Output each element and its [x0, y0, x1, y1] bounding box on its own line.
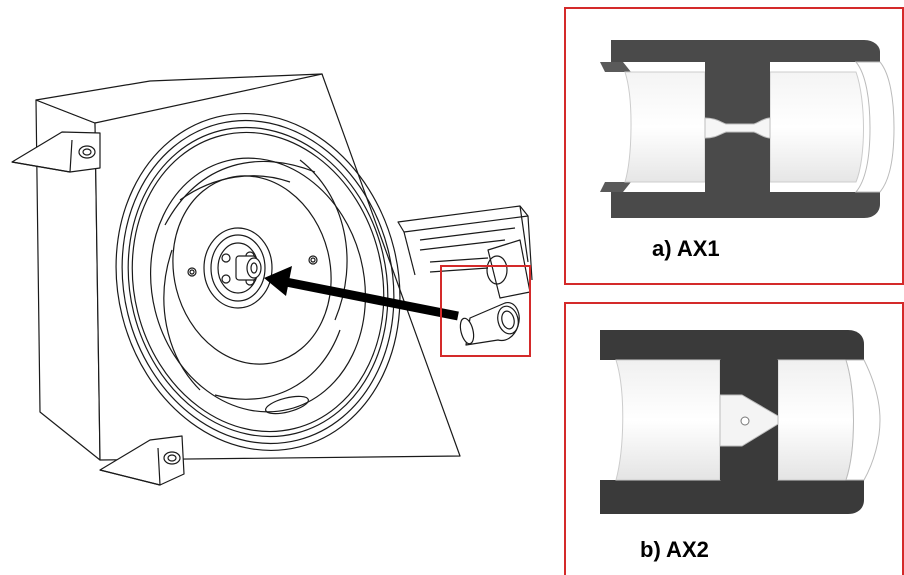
ax1-section-view [600, 40, 895, 218]
mounting-lug-top [11, 131, 101, 173]
insert-highlight-box [440, 265, 531, 357]
panel-ax1-frame [564, 7, 904, 285]
arrow-icon [264, 266, 459, 321]
impeller-disc [115, 113, 401, 451]
rear-frame [397, 205, 533, 299]
ax2-section-view [600, 330, 881, 514]
panel-ax2-frame [564, 302, 904, 575]
mounting-lug-bottom [99, 435, 185, 486]
ax2-label: b) AX2 [640, 537, 709, 562]
ax1-label: a) AX1 [652, 236, 720, 261]
nozzle-insert [459, 301, 520, 346]
central-hub [203, 227, 273, 309]
pump-assembly-drawing [11, 73, 533, 486]
